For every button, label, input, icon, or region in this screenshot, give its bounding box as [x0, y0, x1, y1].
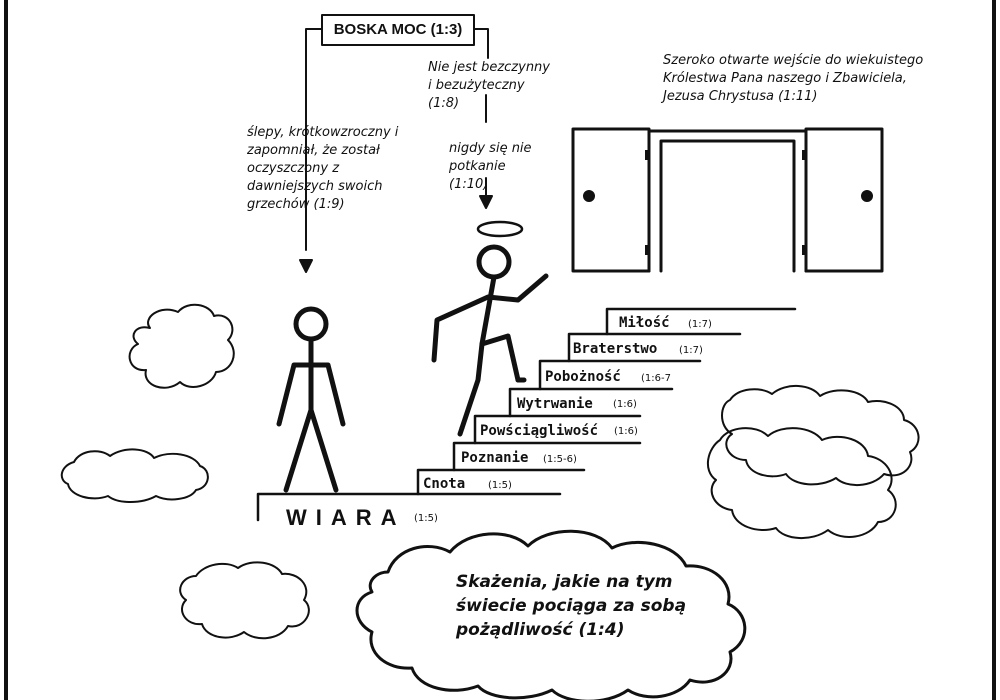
step-ref-braterstwo: (1:7) — [679, 345, 703, 356]
cloud-caption: Skażenia, jakie na tym świecie pociąga z… — [456, 572, 687, 640]
staircase — [256, 307, 797, 522]
cloud-bottom-big — [355, 529, 747, 700]
step-label-cnota: Cnota — [423, 476, 466, 492]
door-frame — [571, 127, 884, 273]
door-hinges — [645, 150, 807, 255]
step-ref-powsciagliwosc: (1:6) — [614, 426, 638, 437]
step-label-powsciagliwosc: Powściągliwość — [480, 423, 599, 439]
step-ref-wytrwanie: (1:6) — [613, 399, 637, 410]
halo-icon — [476, 220, 524, 238]
base-label-wiara: WIARA — [286, 505, 406, 530]
cloud-right-upper — [721, 385, 920, 486]
cloud-middle-left — [60, 448, 209, 503]
step-label-poznanie: Poznanie — [461, 450, 529, 466]
middle-note-bottom: nigdy się nie potkanie (1:10) — [449, 141, 532, 192]
step-ref-milosc: (1:7) — [688, 319, 712, 330]
climbing-figure-icon — [431, 220, 549, 437]
left-door — [571, 127, 651, 273]
left-figure-note: ślepy, krótkowzroczny i zapomniał, że zo… — [247, 125, 399, 212]
title-box — [321, 14, 475, 46]
arrow-down-middle-icon — [479, 195, 493, 209]
door-note: Szeroko otwarte wejście do wiekuistego K… — [663, 53, 924, 104]
cloud-top-left — [128, 303, 235, 389]
step-label-milosc: Miłość — [619, 315, 670, 331]
title-connectors — [305, 28, 489, 251]
cloud-bottom-left — [179, 561, 310, 640]
step-label-wytrwanie: Wytrwanie — [517, 396, 593, 412]
cloud-right-lower — [706, 427, 897, 539]
step-ref-poznanie: (1:5-6) — [543, 454, 577, 465]
left-door-knob-icon — [583, 190, 595, 202]
standing-figure-icon — [276, 306, 346, 493]
middle-note-top: Nie jest bezczynny i bezużyteczny (1:8) — [428, 60, 550, 111]
step-ref-poboznosc: (1:6-7 — [641, 373, 671, 384]
arrow-down-left-icon — [299, 259, 313, 273]
page-title: BOSKA MOC (1:3) — [333, 21, 463, 38]
right-door-knob-icon — [861, 190, 873, 202]
step-label-braterstwo: Braterstwo — [573, 341, 658, 357]
base-ref: (1:5) — [414, 513, 438, 524]
step-label-poboznosc: Pobożność — [545, 369, 621, 385]
step-ref-cnota: (1:5) — [488, 480, 512, 491]
